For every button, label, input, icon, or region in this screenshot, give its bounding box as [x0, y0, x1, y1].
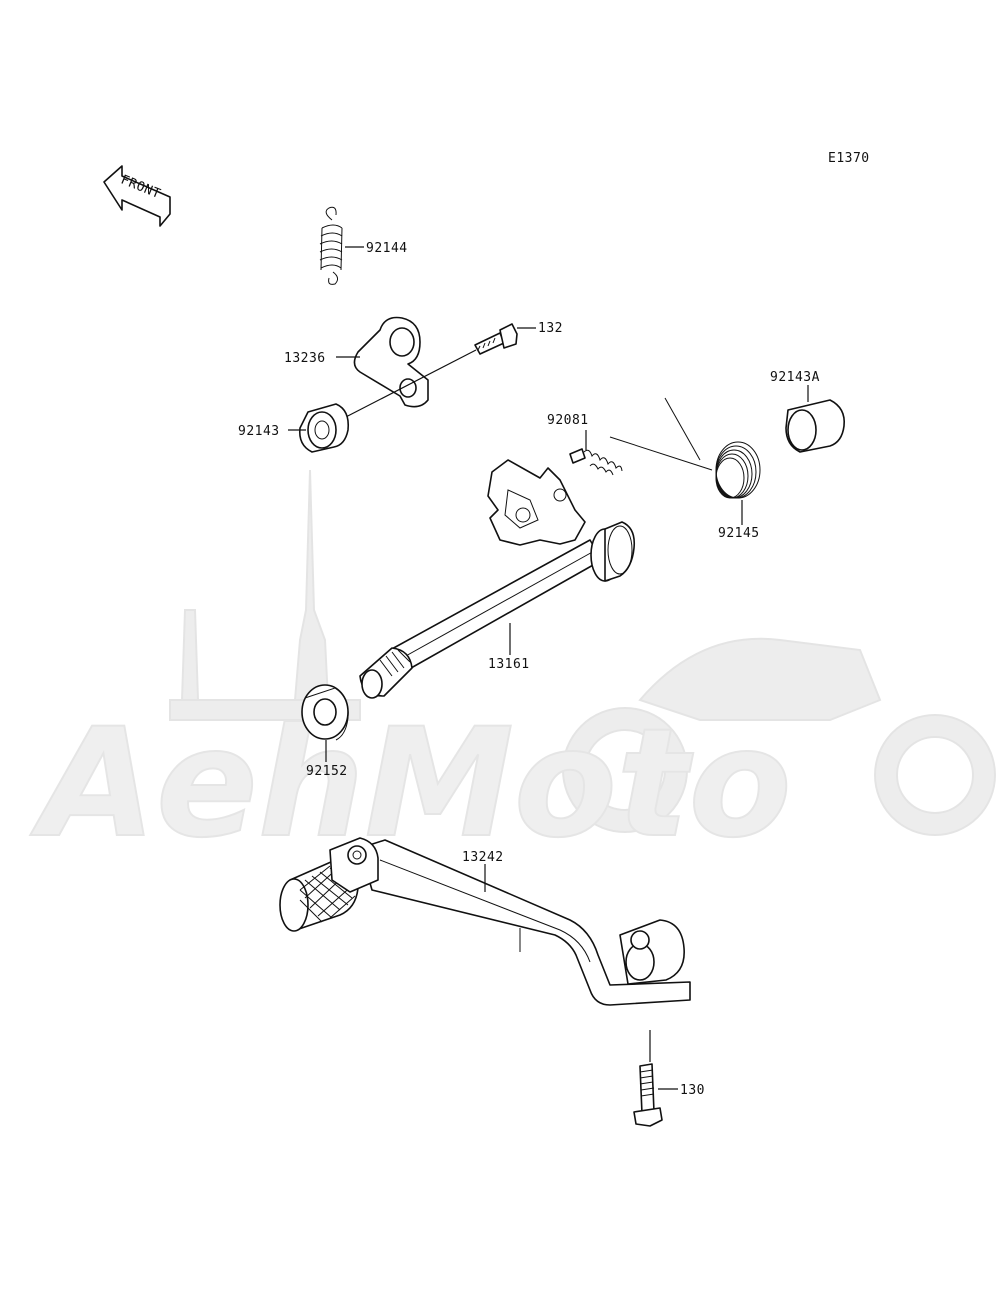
bolt-132 — [474, 323, 518, 355]
watermark-text: AehMoto — [30, 697, 792, 871]
front-direction-arrow: FRONT — [103, 165, 171, 227]
label-92145: 92145 — [718, 526, 760, 541]
bolt-130 — [633, 1063, 663, 1127]
label-92144: 92144 — [366, 241, 408, 256]
pin-spring-92081 — [569, 448, 623, 476]
bushing-92143A — [785, 399, 846, 453]
label-13236: 13236 — [284, 351, 326, 366]
label-13161: 13161 — [488, 657, 530, 672]
shift-pedal-13242 — [279, 837, 691, 1006]
washer-92152 — [301, 684, 349, 741]
torsion-spring-92145 — [609, 397, 761, 499]
shift-shaft-13161 — [359, 459, 636, 699]
label-92081: 92081 — [547, 413, 589, 428]
collar-92143 — [298, 403, 350, 453]
diagram-code: E1370 — [828, 151, 870, 166]
label-132: 132 — [538, 321, 563, 336]
label-92143A: 92143A — [770, 370, 820, 385]
watermark-logo: AehMoto — [29, 469, 996, 872]
label-92152: 92152 — [306, 764, 348, 779]
label-13242: 13242 — [462, 850, 504, 865]
spring-92144 — [319, 206, 364, 285]
knurl-pattern — [299, 865, 356, 923]
label-130: 130 — [680, 1083, 705, 1098]
label-92143: 92143 — [238, 424, 280, 439]
